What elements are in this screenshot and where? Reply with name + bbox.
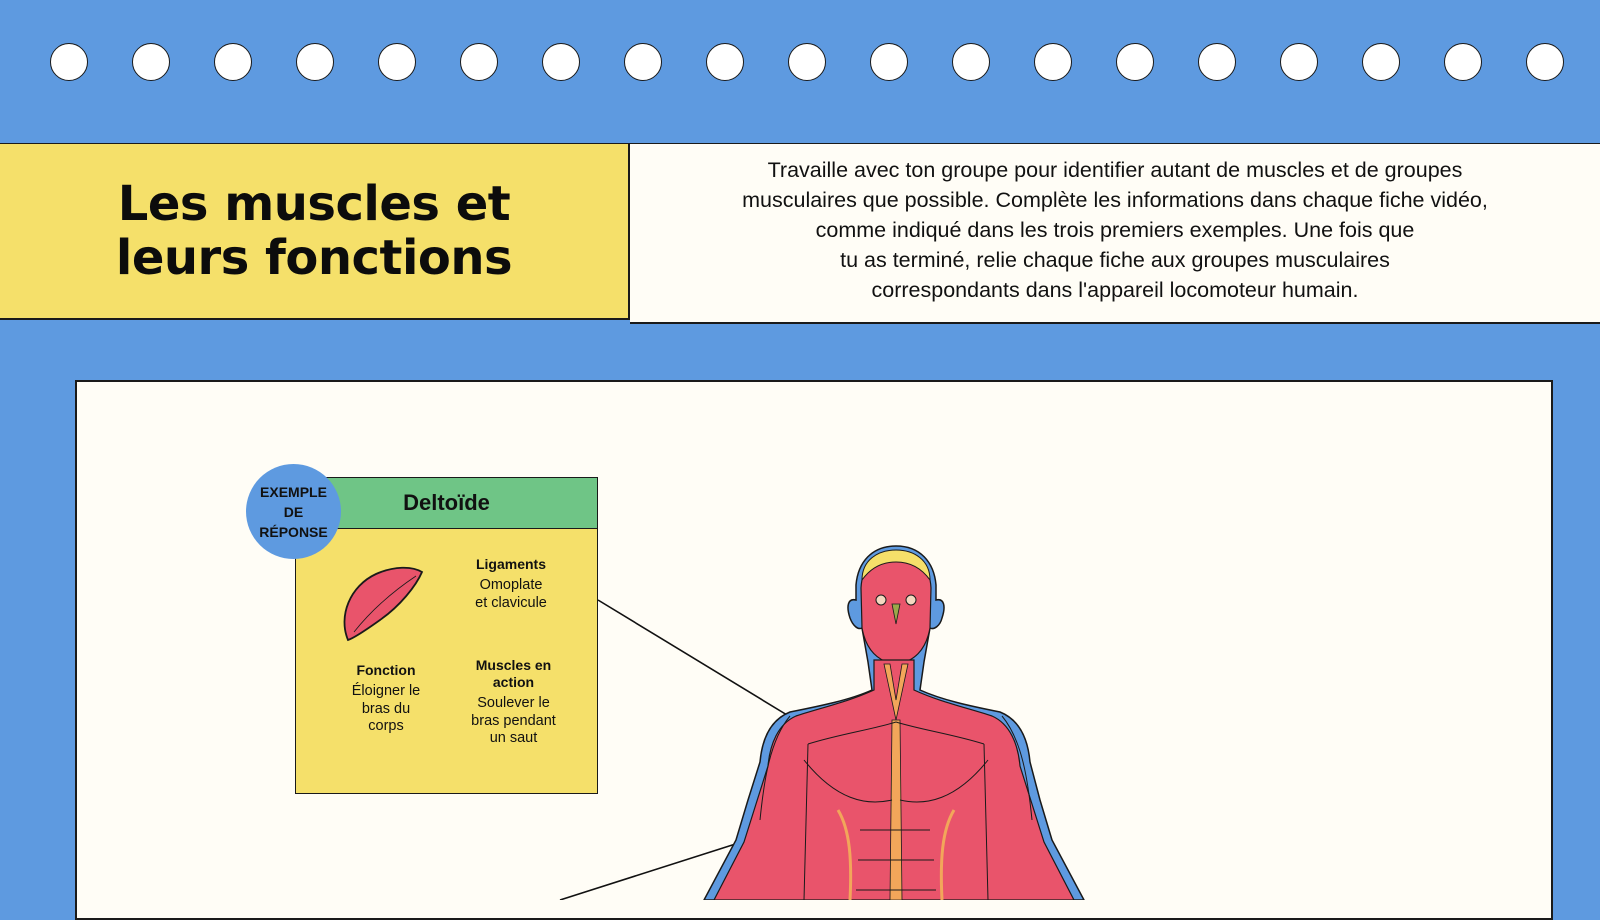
binder-hole-icon [50, 43, 88, 81]
binder-hole-icon [1116, 43, 1154, 81]
example-muscle-card: Deltoïde Ligaments Omoplate et clavicule… [295, 477, 598, 794]
binder-hole-icon [1526, 43, 1564, 81]
binder-hole-icon [1280, 43, 1318, 81]
binder-hole-icon [132, 43, 170, 81]
card-header: Deltoïde [296, 478, 597, 529]
binder-hole-icon [542, 43, 580, 81]
binder-holes [0, 0, 1600, 140]
binder-hole-icon [460, 43, 498, 81]
binder-hole-icon [1034, 43, 1072, 81]
instructions-text: Travaille avec ton groupe pour identifie… [742, 158, 1488, 302]
anatomy-figure-layer [559, 545, 1085, 900]
binder-hole-icon [706, 43, 744, 81]
example-answer-badge: EXEMPLE DE RÉPONSE [246, 464, 341, 559]
action-value: Soulever le bras pendant un saut [471, 695, 556, 746]
binder-hole-icon [378, 43, 416, 81]
function-label: Fonction [356, 662, 416, 678]
connector-line [597, 599, 793, 719]
ligaments-label: Ligaments [475, 556, 546, 572]
function-field: Fonction Éloigner le bras du corps [326, 662, 446, 736]
header-divider [0, 143, 1600, 145]
binder-hole-icon [1362, 43, 1400, 81]
binder-hole-icon [1444, 43, 1482, 81]
binder-hole-icon [1198, 43, 1236, 81]
function-value: Éloigner le bras du corps [351, 683, 421, 734]
ligaments-field: Ligaments Omoplate et clavicule [451, 556, 571, 612]
badge-text: EXEMPLE DE RÉPONSE [259, 483, 328, 540]
binder-hole-icon [870, 43, 908, 81]
instructions-panel: Travaille avec ton groupe pour identifie… [630, 144, 1600, 324]
human-muscular-system-illustration [703, 545, 1085, 900]
deltoid-muscle-icon [343, 566, 424, 642]
action-label: Muscles en action [475, 657, 552, 690]
muscle-name: Deltoïde [403, 490, 490, 515]
title-panel: Les muscles et leurs fonctions [0, 144, 630, 320]
binder-hole-icon [952, 43, 990, 81]
page-title: Les muscles et leurs fonctions [115, 176, 513, 286]
ligaments-value: Omoplate et clavicule [475, 577, 547, 611]
binder-hole-icon [788, 43, 826, 81]
binder-hole-icon [296, 43, 334, 81]
muscles-in-action-field: Muscles en action Soulever le bras penda… [451, 657, 576, 748]
binder-hole-icon [214, 43, 252, 81]
connector-line [559, 839, 749, 900]
binder-hole-icon [624, 43, 662, 81]
